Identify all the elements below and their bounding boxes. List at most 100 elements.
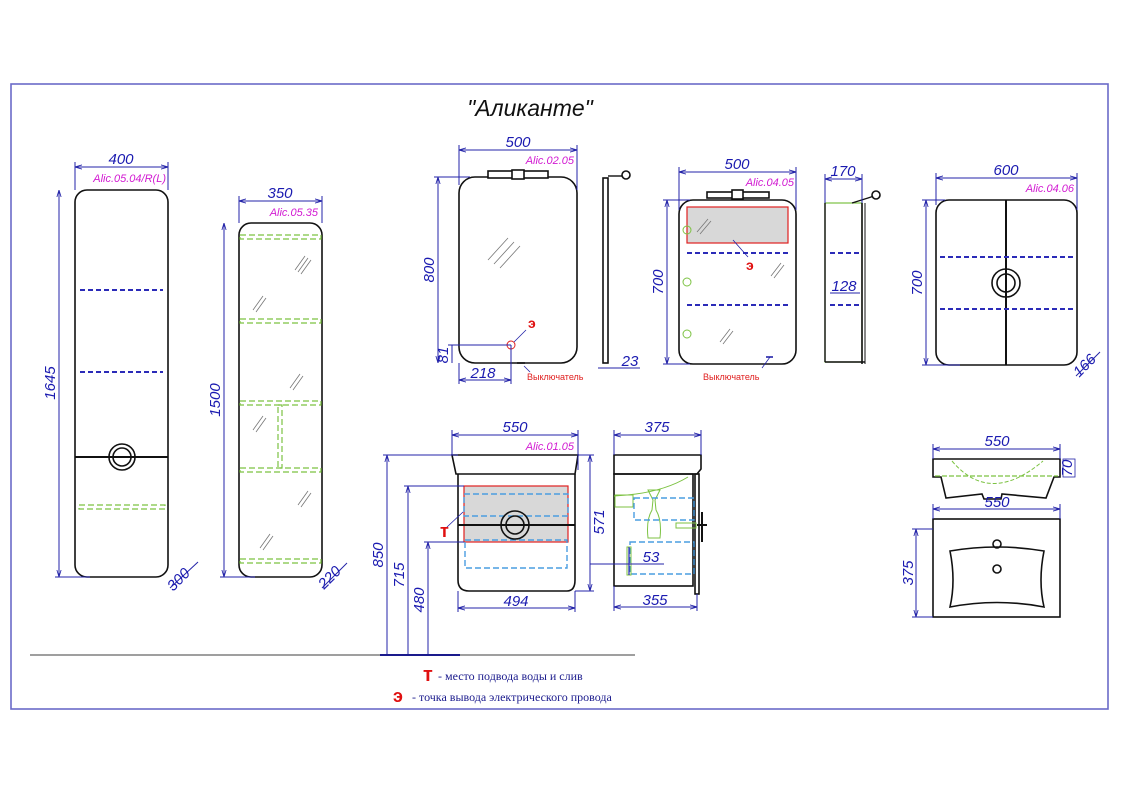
mirror-side-profile	[602, 177, 609, 364]
dim-box	[1062, 458, 1076, 478]
narrow-cabinet-body	[238, 222, 323, 578]
shelf-green	[239, 558, 322, 564]
basin-front-view: 550 70	[932, 433, 1076, 500]
dim-width: 550	[984, 433, 1010, 450]
dim-line	[1075, 351, 1101, 377]
dim-side-depth: 23	[621, 353, 639, 370]
water-marker: т	[440, 521, 449, 541]
mirror-cabinet-side-view: 170 128	[824, 163, 881, 364]
basin-bowl-dashed	[951, 460, 1044, 484]
glass-hatch-icon	[487, 237, 521, 269]
mirror-lamp-center	[511, 169, 525, 180]
basin-side	[613, 454, 702, 475]
tap-hole-icon	[992, 539, 1002, 549]
lamp-arm	[851, 195, 875, 204]
mirror-lamp-head	[621, 170, 631, 180]
drawing-title: "Аликанте"	[467, 95, 595, 121]
mirror-view: э Выключатель 500 Alic.02.05 800 81 218 …	[421, 134, 640, 384]
handle-ring-inner-icon	[505, 515, 525, 535]
mirror-body	[458, 176, 578, 364]
dim-height: 700	[909, 270, 926, 296]
basin-bowl	[948, 546, 1046, 609]
pipe-icon	[675, 522, 697, 529]
dim-depth: 375	[900, 560, 917, 586]
dim-cabinet-depth: 355	[642, 592, 668, 609]
hinge-icon	[682, 277, 692, 287]
dim-width: 500	[505, 134, 531, 151]
leader-line	[513, 329, 527, 343]
wall-cabinet-view: 600 Alic.04.06 700 166	[909, 162, 1101, 381]
dim-cabinet-height: 571	[591, 509, 608, 534]
article-code: Alic.01.05	[525, 441, 575, 453]
vanity-side-body	[613, 473, 694, 587]
legend: т - место подвода воды и слив э - точка …	[393, 664, 613, 706]
dim-width: 500	[724, 156, 750, 173]
dim-width: 550	[984, 494, 1010, 511]
pipe-zone-dashed	[633, 497, 695, 521]
dim-width: 550	[502, 419, 528, 436]
electric-marker: э	[746, 257, 754, 273]
vanity-body	[457, 474, 576, 592]
drain-hole-icon	[992, 564, 1002, 574]
article-code: Alic.04.06	[1025, 183, 1075, 195]
dim-socket-height: 81	[435, 347, 452, 364]
dim-total-height: 850	[370, 542, 387, 568]
dim-depth: 375	[644, 419, 670, 436]
dim-pipe-height: 715	[391, 562, 408, 588]
basin-curve	[613, 476, 689, 497]
basin-top-view: 550 375	[900, 494, 1061, 618]
handle-ring-icon	[108, 443, 136, 471]
tall-cabinet-view: 400 Alic.05.04/R(L) 1645 300	[42, 151, 199, 595]
dim-height: 800	[421, 257, 438, 283]
mirror-lamp-center	[731, 189, 744, 200]
shelf-green	[239, 400, 322, 406]
dim-depth: 220	[314, 562, 345, 593]
basin-top-outline	[932, 518, 1061, 618]
hinge-icon	[682, 329, 692, 339]
dim-cabinet-width: 494	[503, 593, 528, 610]
vanity-front-view: т 550 Alic.01.05 850 715 480 571 494	[370, 419, 608, 655]
sheet-frame	[10, 83, 1109, 710]
drawer-dashed	[629, 541, 695, 575]
glass-hatch-icon	[252, 255, 312, 551]
dim-height: 1500	[207, 383, 224, 417]
legend-water-text: - место подвода воды и слив	[438, 669, 583, 683]
switch-label: Выключатель	[703, 372, 760, 382]
handle-ring-inner-icon	[112, 447, 132, 467]
narrow-cabinet-view: 350 Alic.05.35 1500 220	[207, 185, 348, 593]
basin-front-outline	[932, 458, 1061, 500]
leader-line	[523, 365, 531, 373]
dim-depth: 300	[164, 564, 194, 594]
shelf-green	[239, 318, 322, 324]
dim-width: 400	[108, 151, 134, 168]
article-code: Alic.05.35	[269, 207, 319, 219]
legend-electric-symbol: э	[393, 686, 403, 706]
legend-water-symbol: т	[423, 664, 433, 686]
leader-line	[761, 356, 771, 369]
electric-marker: э	[528, 315, 536, 331]
shelf-green	[239, 234, 322, 240]
dim-thickness: 70	[1059, 459, 1076, 476]
legend-electric-text: - точка вывода электрического провода	[412, 690, 613, 704]
hinge-icon	[682, 225, 692, 235]
leader-line	[446, 511, 464, 528]
shelf-green	[277, 404, 283, 469]
electric-zone	[686, 206, 789, 244]
dim-height: 700	[650, 269, 667, 295]
dim-width: 350	[267, 185, 293, 202]
dim-height: 1645	[42, 366, 59, 400]
leader-line	[732, 239, 749, 258]
siphon-icon	[647, 489, 661, 539]
dim-shelf-depth: 128	[831, 278, 857, 295]
dim-offset: 53	[643, 549, 660, 566]
lamp-head	[871, 190, 881, 200]
pipe-zone	[463, 485, 569, 543]
dim-depth: 170	[830, 163, 856, 180]
dim-socket-offset: 218	[469, 365, 496, 382]
article-code: Alic.02.05	[525, 155, 575, 167]
dim-width: 600	[993, 162, 1019, 179]
article-code: Alic.04.05	[745, 177, 795, 189]
shelf-green	[78, 504, 166, 510]
vanity-side-view: 53 375 355	[590, 419, 707, 611]
